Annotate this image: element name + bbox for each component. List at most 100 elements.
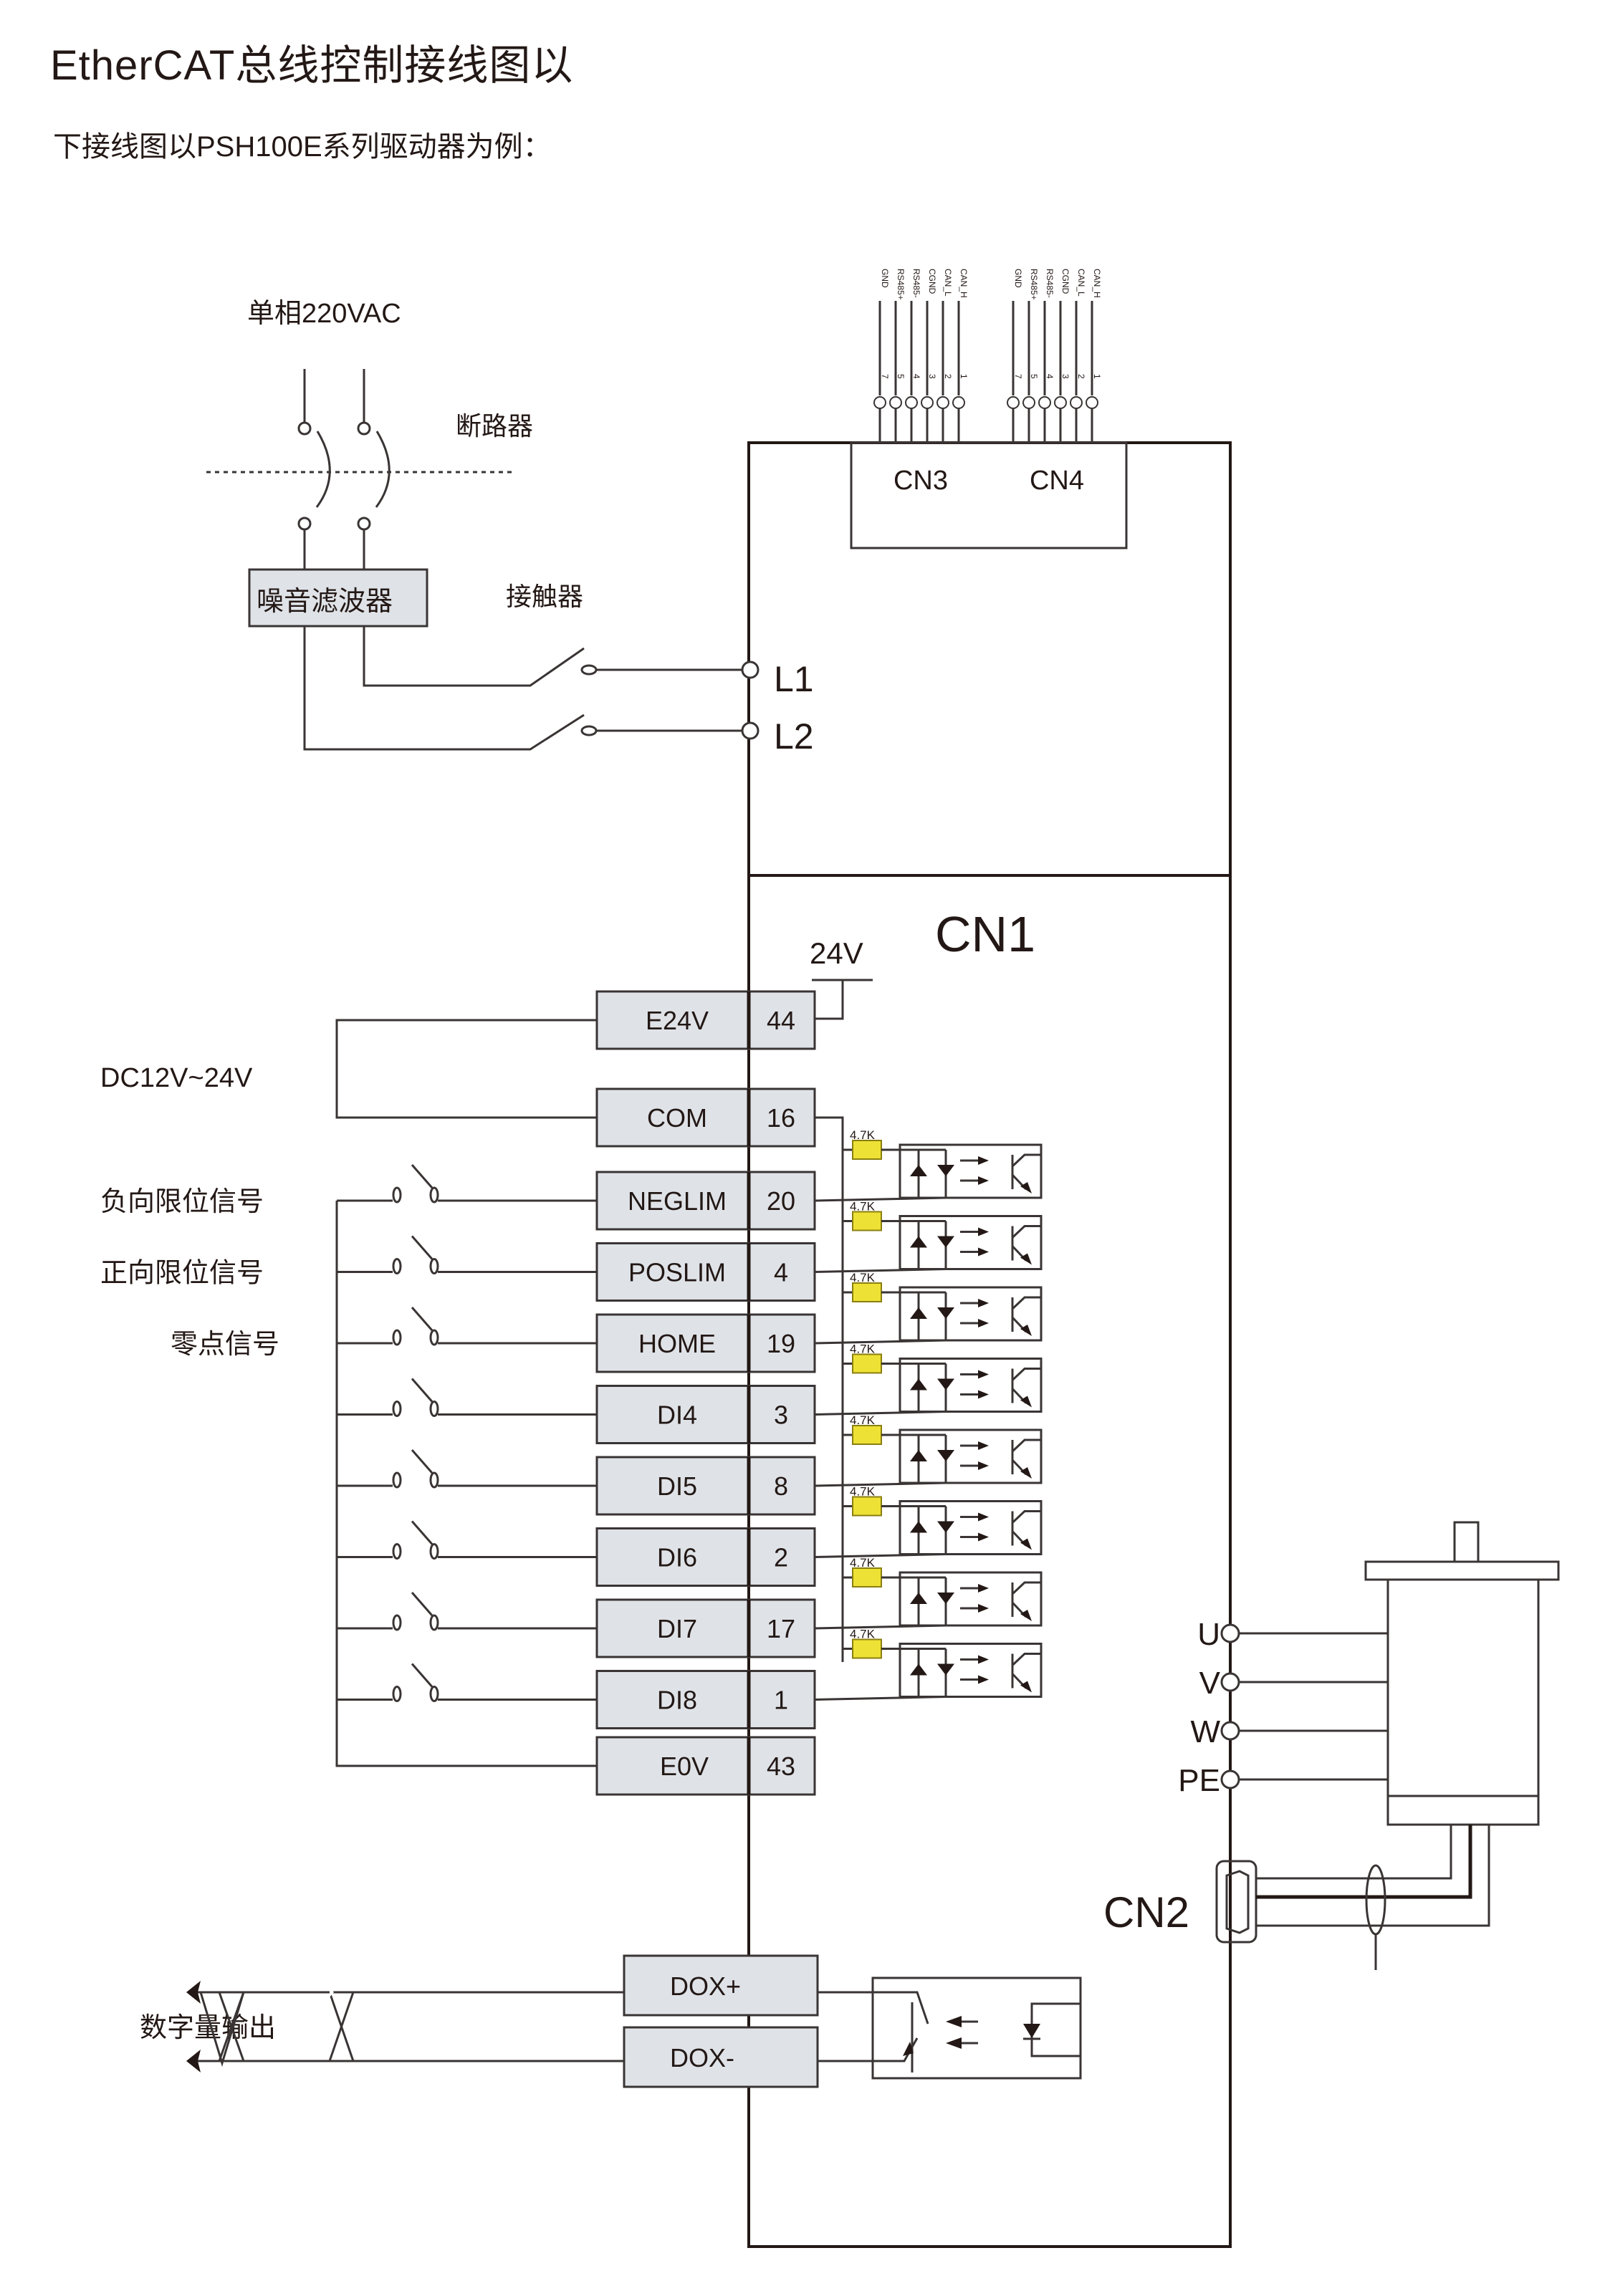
switch-blade: [411, 1520, 433, 1545]
switch-blade: [411, 1592, 433, 1616]
diode-icon: [937, 1593, 954, 1604]
terminal-signal: COM: [647, 1103, 707, 1133]
comm-pin-terminal: [873, 396, 886, 409]
terminal-pin: 20: [767, 1186, 795, 1216]
comm-pin-number: 2: [1076, 374, 1086, 379]
cn3-cn4-housing: [850, 441, 1128, 549]
comm-pin-terminal: [1022, 396, 1035, 409]
switch-blade: [411, 1307, 433, 1331]
input-optocoupler: [899, 1500, 1043, 1555]
motor-terminal: [1220, 1623, 1240, 1643]
diode-icon: [937, 1307, 954, 1319]
l2-terminal: [741, 721, 760, 740]
switch-contact: [429, 1471, 439, 1489]
comm-pin-signal: CAN_H: [959, 269, 969, 298]
comm-pin-number: 5: [896, 374, 906, 379]
light-arrow-icon: [978, 1604, 989, 1613]
internal-24v-label: 24V: [810, 936, 863, 970]
light-arrow-icon: [978, 1675, 989, 1684]
resistor: [852, 1353, 882, 1374]
breaker-label: 断路器: [456, 411, 533, 441]
comm-pin-number: 5: [1029, 374, 1039, 379]
driver-body: [747, 441, 1232, 2248]
l2-label: L2: [774, 716, 814, 756]
wire: [1011, 1438, 1041, 1453]
input-optocoupler: [899, 1143, 1043, 1199]
external-supply-loop: [335, 1019, 597, 1119]
comm-pin-terminal: [936, 396, 949, 409]
diode-icon: [910, 1521, 927, 1533]
resistor: [852, 1425, 882, 1445]
resistor: [852, 1140, 882, 1160]
comm-pin-signal: CAN_L: [1076, 269, 1086, 297]
switch-contact: [429, 1614, 439, 1631]
l1-wire: [363, 626, 585, 687]
comm-pin-terminal: [1007, 396, 1020, 409]
switch-contact: [392, 1258, 402, 1274]
terminal-signal: DI7: [657, 1614, 697, 1643]
light-arrow-icon: [978, 1227, 989, 1236]
diode-icon: [937, 1378, 954, 1390]
terminal-box: [595, 1171, 816, 1231]
terminal-pin: 8: [774, 1471, 788, 1501]
breaker-contact-1: [315, 431, 331, 508]
diode-icon: [910, 1236, 927, 1248]
terminal-signal: HOME: [638, 1329, 716, 1358]
comm-pin-number: 4: [911, 374, 921, 379]
resistor: [852, 1567, 882, 1587]
light-arrow-icon: [978, 1299, 989, 1307]
motor-terminal: [1220, 1721, 1240, 1741]
diode-icon: [937, 1165, 954, 1176]
terminal-box: [595, 1313, 816, 1373]
cn1-input-row: 4.7K: [337, 1556, 1043, 1644]
input-optocoupler: [899, 1286, 1043, 1342]
l1-terminal: [741, 661, 760, 679]
light-arrow-icon: [978, 1319, 989, 1327]
wire: [818, 2037, 919, 2062]
diode-icon: [937, 1663, 954, 1676]
terminal-box: [595, 1736, 816, 1796]
output-arrow-icon: [186, 1981, 201, 2004]
comm-pin-signal: CGND: [1060, 269, 1070, 294]
cn1-input-terminal: DI5 8: [595, 1456, 816, 1516]
comm-pin-number: 3: [927, 374, 937, 379]
emitter-arrow-icon: [1020, 1467, 1032, 1479]
switch-contact: [392, 1614, 402, 1631]
noise-filter-label: 噪音滤波器: [257, 587, 393, 617]
comm-pin-terminal: [921, 396, 934, 409]
input-optocoupler: [899, 1428, 1043, 1484]
terminal-signal: DI5: [657, 1471, 697, 1501]
dox-minus-terminal: [623, 2026, 819, 2088]
cn3-label: CN3: [893, 466, 948, 496]
external-supply-label: DC12V~24V: [100, 1063, 253, 1093]
terminal-signal: E24V: [646, 1006, 709, 1035]
emitter-arrow-icon: [1020, 1681, 1032, 1693]
wire: [1011, 1225, 1041, 1239]
cn1-title: CN1: [935, 906, 1035, 962]
switch-contact: [429, 1186, 439, 1204]
light-arrow-icon: [978, 1247, 989, 1257]
breaker-contact-2: [375, 431, 391, 508]
terminal-pin: 1: [774, 1686, 788, 1715]
comm-pin-number: 7: [1013, 374, 1023, 379]
resistor-label: 4.7K: [850, 1413, 876, 1427]
cable-shield: [1365, 1864, 1386, 1936]
terminal-pin: 43: [767, 1752, 795, 1781]
switch-blade: [411, 1235, 433, 1260]
driver-outline: [747, 441, 1232, 2248]
dox-plus-terminal: [623, 1954, 819, 2017]
dox-minus-label: DOX-: [670, 2043, 734, 2072]
motor-terminal-label: PE: [1178, 1763, 1220, 1798]
